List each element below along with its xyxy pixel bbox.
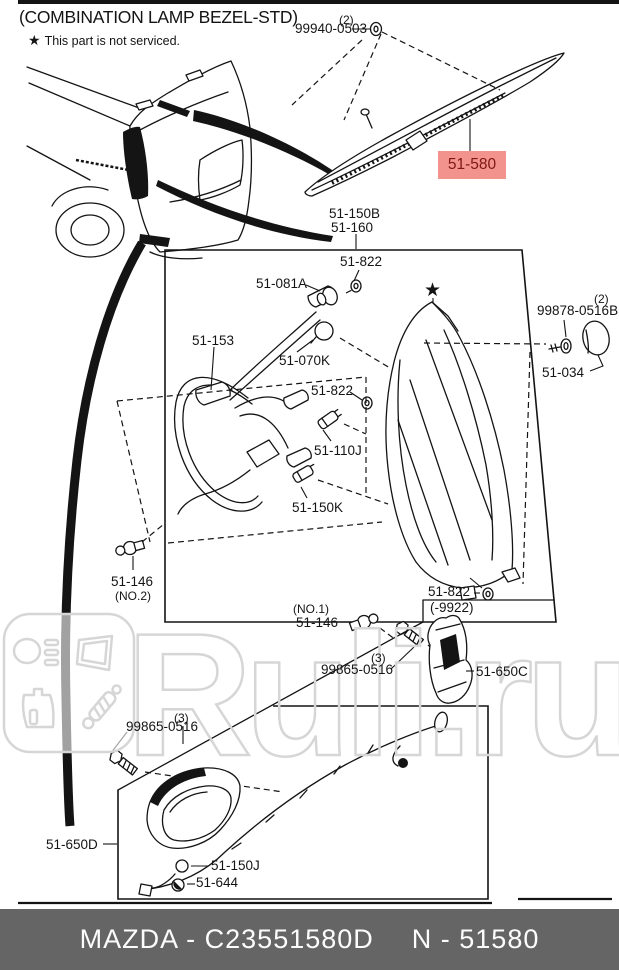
socket-51146-no2-icon	[115, 539, 146, 556]
nut-icon-51822-9922	[482, 587, 494, 601]
callout-51822-mid: 51-822	[311, 383, 354, 398]
car-rear-illustration	[26, 60, 333, 260]
nut-icon-51822-mid	[361, 396, 373, 410]
callout-99940-0503: 99940-0503	[295, 21, 368, 36]
callout-99878-qty: (2)	[594, 292, 609, 306]
callout-51650d: 51-650D	[46, 837, 98, 852]
top-rule	[18, 0, 619, 4]
callout-51150b: 51-150B	[329, 206, 381, 221]
bulb-51150j-icon	[175, 859, 189, 873]
page-title: (COMBINATION LAMP BEZEL-STD)	[19, 7, 298, 27]
socket-51146-no1-icon	[348, 613, 379, 632]
lower-harness-illustration	[138, 711, 448, 897]
callout-51150j: 51-150J	[211, 858, 260, 873]
bulb-51150k-icon	[292, 463, 315, 483]
callout-99865-lower: 99865-0516	[126, 719, 199, 734]
callout-51070k: 51-070K	[279, 353, 331, 368]
thick-leader-line	[61, 240, 146, 827]
star-icon: ★	[424, 280, 441, 301]
callout-51150k: 51-150K	[292, 500, 344, 515]
callout-51822-9922-note: (-9922)	[430, 600, 474, 615]
bulb-51110j-icon	[317, 408, 342, 430]
footer-catalog-ref: N - 51580	[411, 924, 540, 954]
bulb-51070k-icon	[310, 321, 334, 344]
nut-icon-99940	[369, 21, 383, 37]
nut-icon-51822-top	[350, 279, 362, 293]
cap-51034-icon	[582, 320, 610, 356]
note-text: This part is not serviced.	[44, 34, 181, 48]
callout-51110j: 51-110J	[314, 443, 362, 458]
socket-51081a-icon	[316, 286, 338, 306]
callout-51822-9922: 51-822	[428, 584, 471, 599]
tail-lamp-illustration	[385, 301, 521, 601]
callout-51146-no2-note: (NO.2)	[115, 589, 151, 603]
footer-brand-code: MAZDA - C23551580D	[79, 924, 374, 954]
callout-51146-no2: 51-146	[111, 574, 154, 589]
callout-51146-no1-note: (NO.1)	[293, 602, 329, 616]
bolt-99865-lower-icon	[109, 749, 139, 776]
callout-51650c: 51-650C	[476, 664, 528, 679]
main-parts-box	[164, 249, 557, 623]
callout-51034: 51-034	[542, 365, 585, 380]
callout-99865-upper-qty: (3)	[371, 651, 386, 665]
callout-99878-0516b: 99878-0516B	[537, 303, 619, 318]
callout-51822-top: 51-822	[340, 254, 383, 269]
wiring-harness-illustration	[174, 285, 336, 515]
star-icon: ★	[28, 32, 41, 48]
lower-parts-box	[117, 705, 489, 900]
callout-99865-lower-qty: (3)	[174, 711, 189, 725]
callout-51081a: 51-081A	[256, 276, 308, 291]
callout-99865-upper: 99865-0516	[321, 662, 394, 677]
high-mount-lamp-illustration	[304, 52, 565, 197]
callout-51644: 51-644	[196, 875, 239, 890]
callout-99940-qty: (2)	[339, 13, 354, 27]
screw-99878-icon	[548, 338, 572, 354]
callout-51153: 51-153	[192, 333, 235, 348]
callout-51580-highlighted[interactable]: 51-580	[438, 151, 506, 179]
not-serviced-note: ★This part is not serviced.	[28, 32, 180, 49]
bracket-51650c-illustration	[427, 614, 473, 704]
callout-51160: 51-160	[331, 220, 374, 235]
footer-bar: MAZDA - C23551580D N - 51580	[0, 909, 619, 970]
callout-51146-no1: 51-146	[296, 615, 339, 630]
side-lamp-illustration	[146, 767, 241, 849]
watermark-logo	[2, 612, 136, 754]
